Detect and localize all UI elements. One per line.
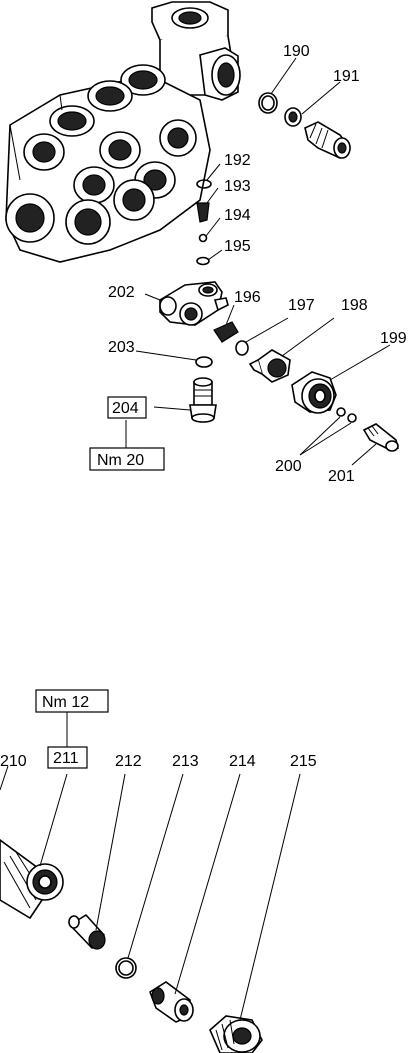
part-198-valve — [248, 349, 291, 383]
label-201: 201 — [328, 468, 355, 485]
label-195: 195 — [224, 238, 251, 255]
label-215: 215 — [290, 753, 317, 770]
label-197: 197 — [288, 297, 315, 314]
label-200: 200 — [275, 458, 302, 475]
boxed-label-204: 204 — [107, 396, 147, 419]
part-191-fitting — [284, 107, 302, 127]
part-195-seat — [196, 256, 210, 266]
label-202: 202 — [108, 284, 135, 301]
part-215-nut — [209, 1015, 263, 1053]
part-197-oring — [235, 340, 249, 356]
label-193: 193 — [224, 178, 251, 195]
torque-box-204: Nm 20 — [89, 447, 165, 471]
part-201-screw — [362, 423, 399, 452]
part-213-oring — [115, 957, 137, 979]
part-204-fitting — [189, 377, 217, 423]
label-196: 196 — [234, 289, 261, 306]
label-190: 190 — [283, 43, 310, 60]
part-191-nipple — [304, 121, 352, 159]
pump-manifold — [5, 1, 241, 263]
label-192: 192 — [224, 152, 251, 169]
boxed-label-211: 211 — [47, 746, 88, 769]
label-204: 204 — [112, 400, 139, 417]
part-194-ball — [198, 233, 208, 243]
label-212: 212 — [115, 753, 142, 770]
label-199: 199 — [380, 330, 407, 347]
part-214-nipple — [149, 981, 194, 1023]
label-194: 194 — [224, 207, 251, 224]
label-211: 211 — [53, 750, 79, 767]
part-193-spring — [196, 202, 210, 223]
torque-box-211: Nm 12 — [35, 689, 109, 713]
label-214: 214 — [229, 753, 256, 770]
part-203-oring — [195, 356, 213, 368]
torque-label-204: Nm 20 — [97, 452, 144, 469]
part-202-unloader-body — [159, 281, 229, 326]
torque-label-211: Nm 12 — [42, 694, 89, 711]
part-190-oring — [258, 92, 278, 114]
label-203: 203 — [108, 339, 135, 356]
part-labels: 190 191 192 193 194 195 202 196 197 198 … — [0, 43, 407, 770]
part-199-knob — [291, 371, 337, 414]
part-212-filter — [68, 913, 106, 950]
label-191: 191 — [333, 68, 360, 85]
label-213: 213 — [172, 753, 199, 770]
part-200-rings — [336, 407, 357, 423]
leader-lines — [0, 57, 391, 1021]
label-198: 198 — [341, 297, 368, 314]
part-192-washer — [196, 179, 212, 189]
label-210: 210 — [0, 753, 27, 770]
part-211-filter-housing — [0, 839, 64, 920]
